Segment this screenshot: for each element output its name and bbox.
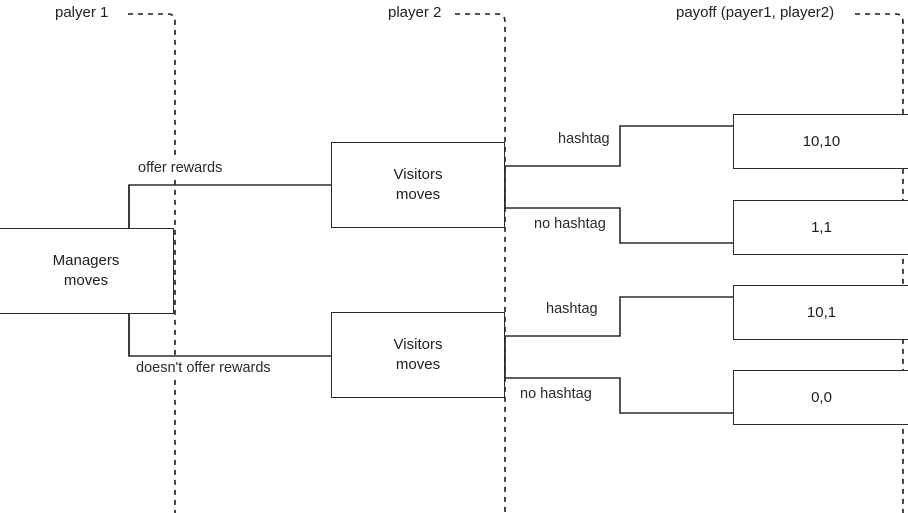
edge-label-hashtag-top: hashtag bbox=[556, 131, 612, 148]
divider-player2 bbox=[455, 13, 506, 513]
edge-hashtag-bottom bbox=[505, 296, 733, 337]
node-visitors-top-line1: Visitors bbox=[393, 166, 443, 183]
node-visitors-top-text: Visitors moves bbox=[394, 165, 443, 205]
column-label-payoff: payoff (payer1, player2) bbox=[676, 4, 835, 21]
divider-player1 bbox=[128, 13, 176, 513]
payoff-box-no-hashtag-no-offer: 0,0 bbox=[733, 370, 908, 425]
node-visitors-bottom-line1: Visitors bbox=[393, 336, 443, 353]
node-visitors-bottom-line2: moves bbox=[395, 356, 441, 373]
node-managers-text: Managers moves bbox=[53, 251, 120, 291]
node-managers-line1: Managers bbox=[52, 252, 120, 269]
node-managers-line2: moves bbox=[63, 272, 109, 289]
edge-label-no-hashtag-top: no hashtag bbox=[532, 216, 608, 233]
edge-label-no-hashtag-bottom: no hashtag bbox=[518, 386, 594, 403]
edge-no-hashtag-top bbox=[505, 207, 733, 244]
payoff-box-hashtag-offer: 10,10 bbox=[733, 114, 908, 169]
payoff-box-no-hashtag-offer: 1,1 bbox=[733, 200, 908, 255]
edge-doesnt-offer-rewards bbox=[128, 314, 331, 357]
edge-label-hashtag-bottom: hashtag bbox=[544, 301, 600, 318]
edge-hashtag-top bbox=[505, 125, 733, 167]
edge-no-hashtag-bottom bbox=[505, 377, 733, 414]
edge-label-offer-rewards: offer rewards bbox=[136, 160, 225, 177]
node-managers-moves[interactable]: Managers moves bbox=[0, 228, 174, 314]
column-label-player2: player 2 bbox=[388, 4, 442, 21]
node-visitors-top-line2: moves bbox=[395, 186, 441, 203]
node-visitors-moves-top[interactable]: Visitors moves bbox=[331, 142, 505, 228]
node-visitors-bottom-text: Visitors moves bbox=[394, 335, 443, 375]
divider-payoff bbox=[855, 13, 904, 513]
edge-label-doesnt-offer-rewards: doesn't offer rewards bbox=[134, 360, 273, 377]
edge-offer-rewards bbox=[128, 184, 331, 228]
column-label-player1: palyer 1 bbox=[55, 4, 109, 21]
node-visitors-moves-bottom[interactable]: Visitors moves bbox=[331, 312, 505, 398]
payoff-box-hashtag-no-offer: 10,1 bbox=[733, 285, 908, 340]
